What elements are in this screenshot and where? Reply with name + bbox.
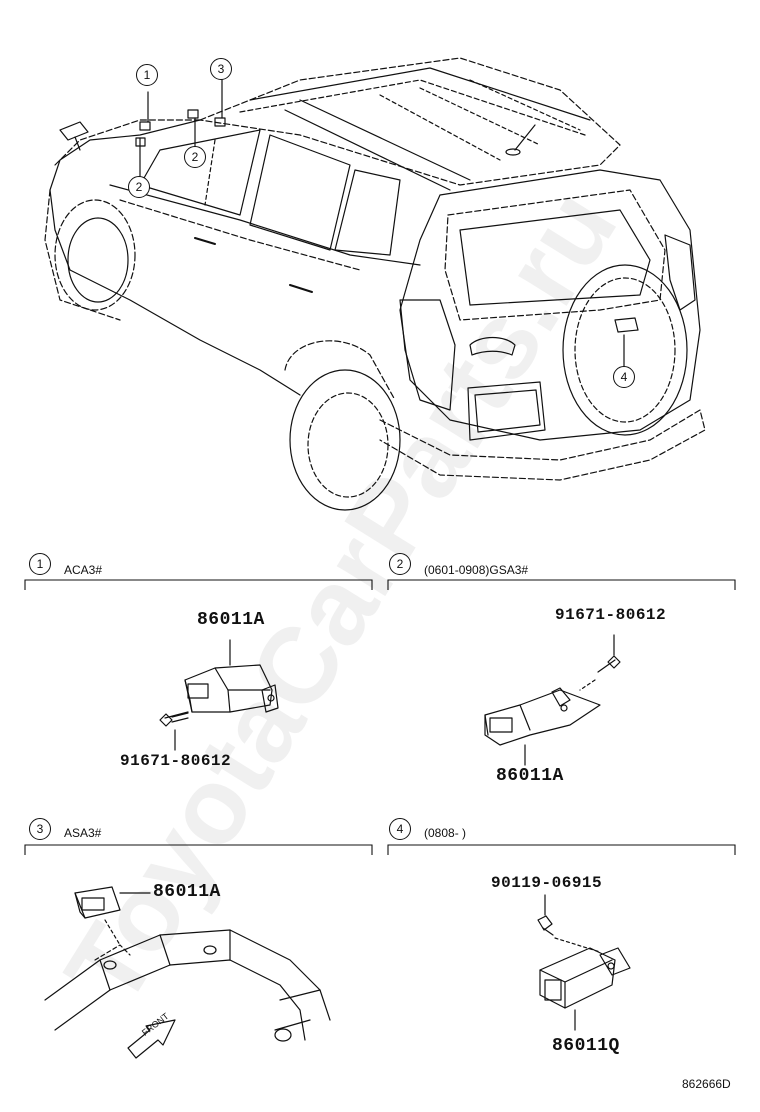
section-3-header: ASA3# xyxy=(64,826,102,840)
s2-bolt-part-number: 91671-80612 xyxy=(555,606,667,624)
section-3-number: 3 xyxy=(29,818,51,840)
s4-sensor-shape xyxy=(539,947,631,1031)
s4-sensor-part-number: 86011Q xyxy=(552,1036,620,1056)
s3-frame-shape xyxy=(44,929,331,1042)
s3-sensor-part-number: 86011A xyxy=(153,882,221,902)
illustration-id: 862666D xyxy=(682,1077,731,1091)
s2-sensor-part-number: 86011A xyxy=(496,766,564,786)
section-2-number: 2 xyxy=(389,553,411,575)
callout-2b: 2 xyxy=(128,176,150,198)
section-2-header: (0601-0908)GSA3# xyxy=(424,563,529,577)
section-4-header: (0808- ) xyxy=(424,826,467,840)
s3-sensor-shape xyxy=(74,886,151,946)
section-1-header: ACA3# xyxy=(64,563,103,577)
section-4-number: 4 xyxy=(389,818,411,840)
s4-bolt-part-number: 90119-06915 xyxy=(491,874,603,892)
s1-sensor-shape xyxy=(184,639,279,713)
callout-3: 3 xyxy=(210,58,232,80)
section-1-number: 1 xyxy=(29,553,51,575)
callout-4: 4 xyxy=(613,366,635,388)
s2-sensor-shape xyxy=(484,687,601,766)
s1-bolt-part-number: 91671-80612 xyxy=(120,752,232,770)
callout-1: 1 xyxy=(136,64,158,86)
front-arrow-shape xyxy=(127,1019,176,1059)
callout-2a: 2 xyxy=(184,146,206,168)
s1-sensor-part-number: 86011A xyxy=(197,610,265,630)
